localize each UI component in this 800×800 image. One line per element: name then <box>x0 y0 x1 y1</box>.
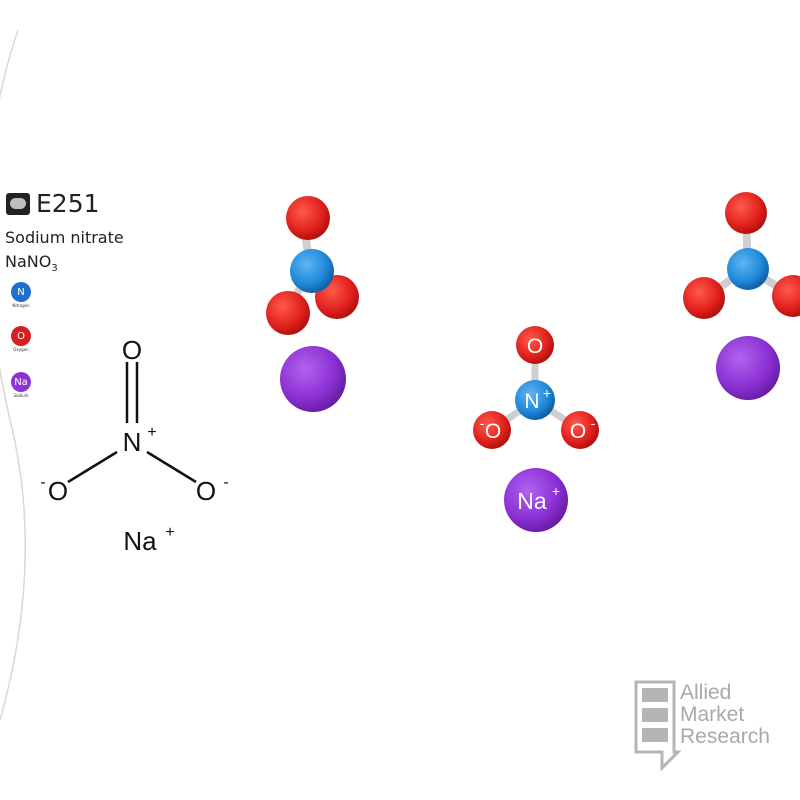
ball-model-1 <box>266 196 359 412</box>
struct-right-oxygen: O <box>196 476 216 506</box>
nitrogen-atom <box>290 249 334 293</box>
legend-sodium: Na Sodium <box>10 372 32 398</box>
ball-sodium-label: Na <box>517 488 547 514</box>
watermark-line-3: Research <box>680 725 770 748</box>
ball-oxygen-charge: - <box>480 415 485 431</box>
legend-nitrogen: N Nitrogen <box>10 282 32 308</box>
legend-caption: Nitrogen <box>12 303 30 308</box>
single-bond-right <box>146 450 197 484</box>
oxygen-atom <box>266 291 310 335</box>
struct-nitrogen: N <box>123 427 142 457</box>
legend-symbol: Na <box>14 376 28 388</box>
struct-left-charge: - <box>40 474 45 491</box>
ball-model-2: O O - O - N + Na + <box>473 326 599 532</box>
sodium-atom <box>280 346 346 412</box>
nitrogen-legend-ball: N <box>11 282 31 302</box>
ball-nitrogen-charge: + <box>543 385 551 401</box>
ball-nitrogen-label: N <box>524 390 539 413</box>
single-bond-left <box>67 450 118 484</box>
oxygen-atom <box>286 196 330 240</box>
ball-oxygen-charge: - <box>591 415 596 431</box>
oxygen-atom <box>683 277 725 319</box>
nitrogen-atom <box>515 380 555 420</box>
watermark-logo-icon <box>634 680 682 772</box>
struct-sodium-charge: + <box>165 524 174 541</box>
struct-left-oxygen: O <box>48 476 68 506</box>
legend-caption: Oxygen <box>13 347 29 352</box>
compound-name: Sodium nitrate <box>5 228 124 247</box>
formula-main: NaNO <box>5 252 52 271</box>
ball-oxygen-label: O <box>527 335 543 358</box>
watermark-line-1: Allied <box>680 681 732 704</box>
struct-nitrogen-charge: + <box>147 424 156 441</box>
sodium-atom <box>716 336 780 400</box>
struct-right-charge: - <box>223 474 228 491</box>
e-number: E251 <box>36 189 100 218</box>
sodium-legend-ball: Na <box>11 372 31 392</box>
legend-oxygen: O Oxygen <box>10 326 32 352</box>
ball-sodium-charge: + <box>552 483 560 499</box>
nitrogen-atom <box>727 248 769 290</box>
oxygen-atom <box>772 275 800 317</box>
oxygen-atom <box>516 326 554 364</box>
legend-caption: Sodium <box>13 393 29 398</box>
legend-symbol: N <box>17 286 25 298</box>
watermark-line-2: Market <box>680 703 745 726</box>
oxygen-atom <box>725 192 767 234</box>
legend-symbol: O <box>17 330 25 342</box>
ball-oxygen-label: O <box>485 420 501 443</box>
ball-model-3 <box>683 192 800 400</box>
chemical-formula: NaNO3 <box>5 252 58 274</box>
oxygen-atom <box>473 411 511 449</box>
struct-top-oxygen: O <box>122 335 142 365</box>
oxygen-legend-ball: O <box>11 326 31 346</box>
oxygen-atom <box>561 411 599 449</box>
food-additive-icon <box>6 192 30 215</box>
title-row: E251 <box>6 189 100 218</box>
struct-sodium-ion: Na <box>123 526 157 556</box>
sodium-atom <box>504 468 568 532</box>
formula-subscript: 3 <box>51 263 58 275</box>
ball-oxygen-label: O <box>570 420 586 443</box>
